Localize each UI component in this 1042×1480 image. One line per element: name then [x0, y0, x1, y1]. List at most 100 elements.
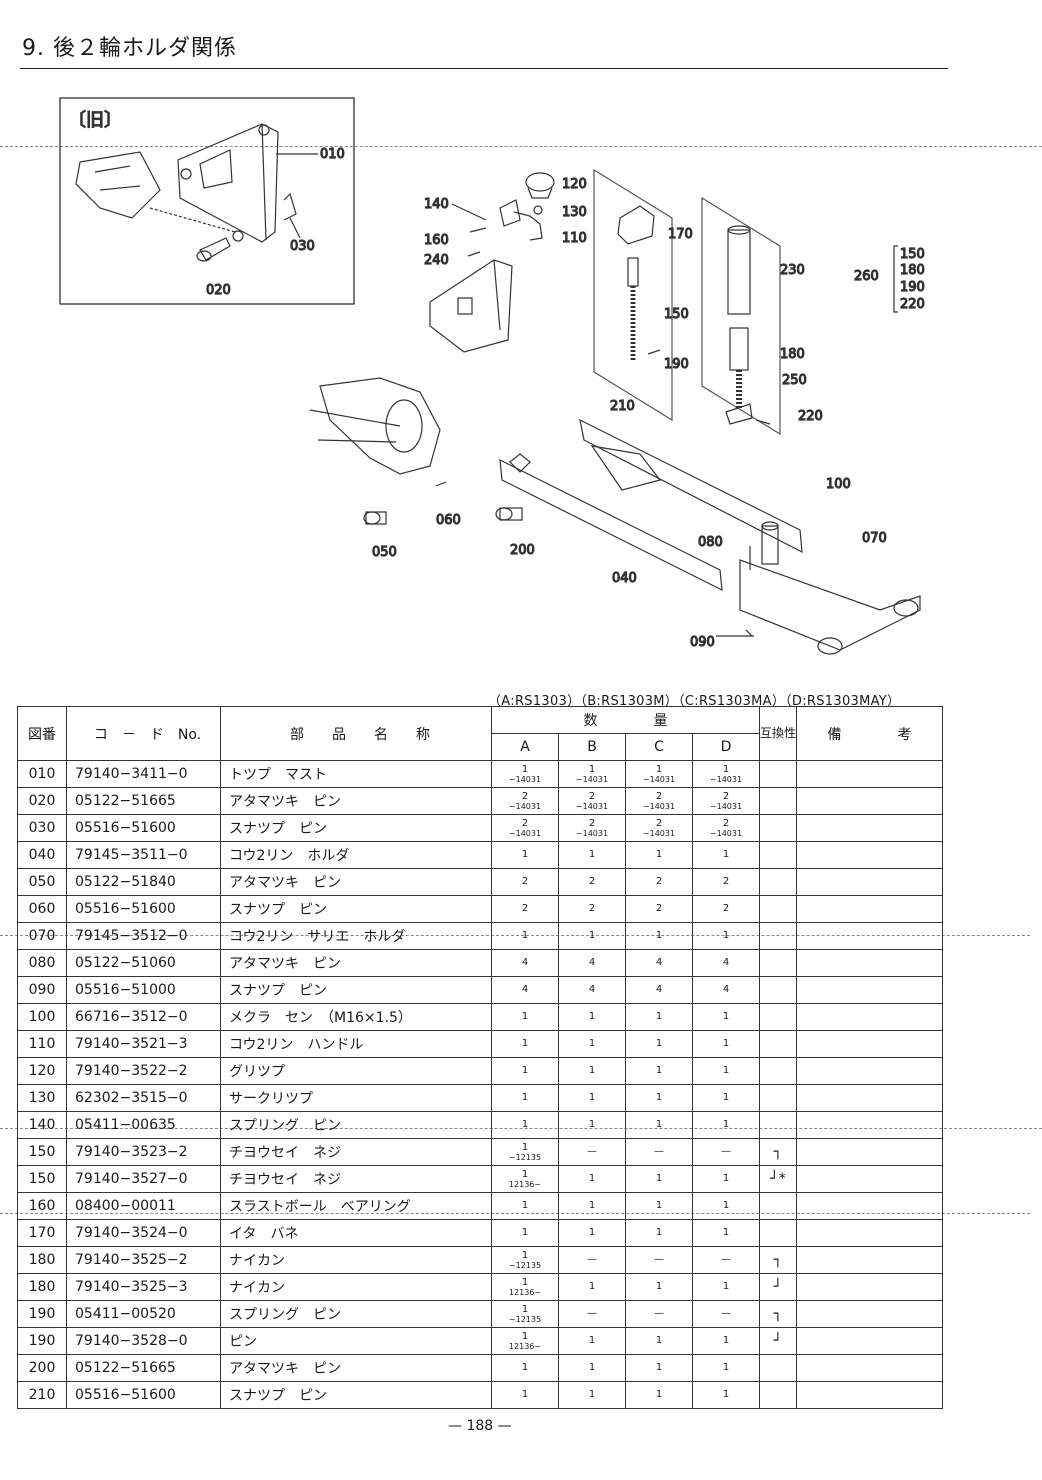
- quantity-b-cell: 2: [558, 868, 626, 896]
- quantity-a-cell: 1∼14031: [491, 760, 559, 788]
- part-code-cell: 05122−51060: [66, 949, 221, 977]
- quantity-c-cell: 2∼14031: [625, 814, 693, 842]
- quantity-c-cell: —: [625, 1300, 693, 1328]
- remarks-cell: [796, 814, 943, 842]
- quantity-d-cell: 2: [692, 895, 760, 923]
- quantity-value: 1: [655, 1200, 663, 1211]
- quantity-value: 2: [588, 903, 596, 914]
- serial-range: ∼14031: [709, 774, 743, 784]
- quantity-d-cell: 1: [692, 1003, 760, 1031]
- figure-number-cell: 080: [17, 949, 67, 977]
- part-name-cell: スラストボール ベアリング: [220, 1192, 492, 1220]
- callout-160: 160: [424, 233, 449, 248]
- quantity-value: 2: [655, 903, 663, 914]
- part-code-cell: 05516−51600: [66, 1381, 221, 1409]
- interchangeability-cell: [759, 976, 797, 1004]
- interchangeability-cell: [759, 1381, 797, 1409]
- serial-range: ∼14031: [575, 828, 609, 838]
- quantity-b-cell: 1: [558, 1381, 626, 1409]
- part-name-cell: ナイカン: [220, 1273, 492, 1301]
- interchangeability-cell: [759, 1219, 797, 1247]
- remarks-cell: [796, 1030, 943, 1058]
- quantity-b-cell: 1: [558, 1030, 626, 1058]
- quantity-value: 1: [588, 1065, 596, 1076]
- remarks-cell: [796, 949, 943, 977]
- quantity-a-cell: 1: [491, 1381, 559, 1409]
- quantity-value: 1: [521, 1330, 529, 1342]
- figure-number-cell: 200: [17, 1354, 67, 1382]
- remarks-cell: [796, 1273, 943, 1301]
- quantity-value: 1: [722, 930, 730, 941]
- part-code-cell: 05122−51840: [66, 868, 221, 896]
- top-mast-old-drawing: [75, 123, 297, 262]
- figure-number-cell: 150: [17, 1138, 67, 1166]
- quantity-value: 1: [655, 1011, 663, 1022]
- callout-150: 150: [664, 307, 689, 322]
- quantity-value: 1: [521, 1011, 529, 1022]
- quantity-c-cell: 1: [625, 1111, 693, 1139]
- quantity-value: 1: [655, 1227, 663, 1238]
- quantity-value: 2: [521, 876, 529, 887]
- quantity-d-cell: 4: [692, 949, 760, 977]
- quantity-d-cell: 1∼14031: [692, 760, 760, 788]
- quantity-a-cell: 1∼12135: [491, 1138, 559, 1166]
- part-name-cell: スプリング ピン: [220, 1300, 492, 1328]
- quantity-a-cell: 1: [491, 1219, 559, 1247]
- quantity-value: 1: [521, 763, 529, 775]
- serial-range: 12136∼: [508, 1341, 542, 1351]
- quantity-b-cell: 1: [558, 1327, 626, 1355]
- quantity-c-cell: 1: [625, 1273, 693, 1301]
- quantity-value: 2: [655, 817, 663, 829]
- callout-040: 040: [612, 571, 637, 586]
- callout-230: 230: [780, 263, 805, 278]
- quantity-value: 1: [521, 1168, 529, 1180]
- quantity-value: 1: [655, 1092, 663, 1103]
- quantity-b-cell: 1: [558, 1111, 626, 1139]
- quantity-value: 4: [521, 984, 529, 995]
- quantity-value: 1: [521, 930, 529, 941]
- quantity-a-cell: 4: [491, 949, 559, 977]
- quantity-value: 1: [722, 1119, 730, 1130]
- part-code-cell: 79140−3527−0: [66, 1165, 221, 1193]
- quantity-value: 1: [655, 1119, 663, 1130]
- quantity-value: 4: [655, 957, 663, 968]
- quantity-value: 1: [655, 1335, 663, 1346]
- quantity-b-cell: 1: [558, 1273, 626, 1301]
- interchangeability-cell: [759, 760, 797, 788]
- header-remarks: 備 考: [796, 706, 943, 761]
- quantity-value: 1: [588, 1362, 596, 1373]
- part-name-cell: ピン: [220, 1327, 492, 1355]
- serial-range: ∼12135: [508, 1314, 542, 1324]
- callout-170: 170: [668, 227, 693, 242]
- quantity-value: 1: [655, 930, 663, 941]
- quantity-value: 1: [722, 1065, 730, 1076]
- remarks-cell: [796, 1381, 943, 1409]
- quantity-d-cell: —: [692, 1138, 760, 1166]
- interchangeability-cell: [759, 895, 797, 923]
- quantity-value: 1: [588, 1173, 596, 1184]
- group-item-190: 190: [900, 280, 925, 295]
- callout-180: 180: [780, 347, 805, 362]
- quantity-a-cell: 1: [491, 1057, 559, 1085]
- part-name-cell: スナツプ ピン: [220, 976, 492, 1004]
- quantity-value: —: [587, 1254, 597, 1265]
- model-variants-line: （A:RS1303）（B:RS1303M）（C:RS1303MA）（D:RS13…: [488, 694, 901, 709]
- quantity-value: —: [721, 1254, 731, 1265]
- interchangeability-cell: [759, 1084, 797, 1112]
- remarks-cell: [796, 841, 943, 869]
- figure-number-cell: 140: [17, 1111, 67, 1139]
- figure-number-cell: 130: [17, 1084, 67, 1112]
- part-code-cell: 79140−3523−2: [66, 1138, 221, 1166]
- scan-artifact-line: [0, 146, 1042, 147]
- quantity-b-cell: 4: [558, 949, 626, 977]
- remarks-cell: [796, 1219, 943, 1247]
- remarks-cell: [796, 976, 943, 1004]
- remarks-cell: [796, 1138, 943, 1166]
- remarks-cell: [796, 1246, 943, 1274]
- quantity-value: 1: [521, 1249, 529, 1261]
